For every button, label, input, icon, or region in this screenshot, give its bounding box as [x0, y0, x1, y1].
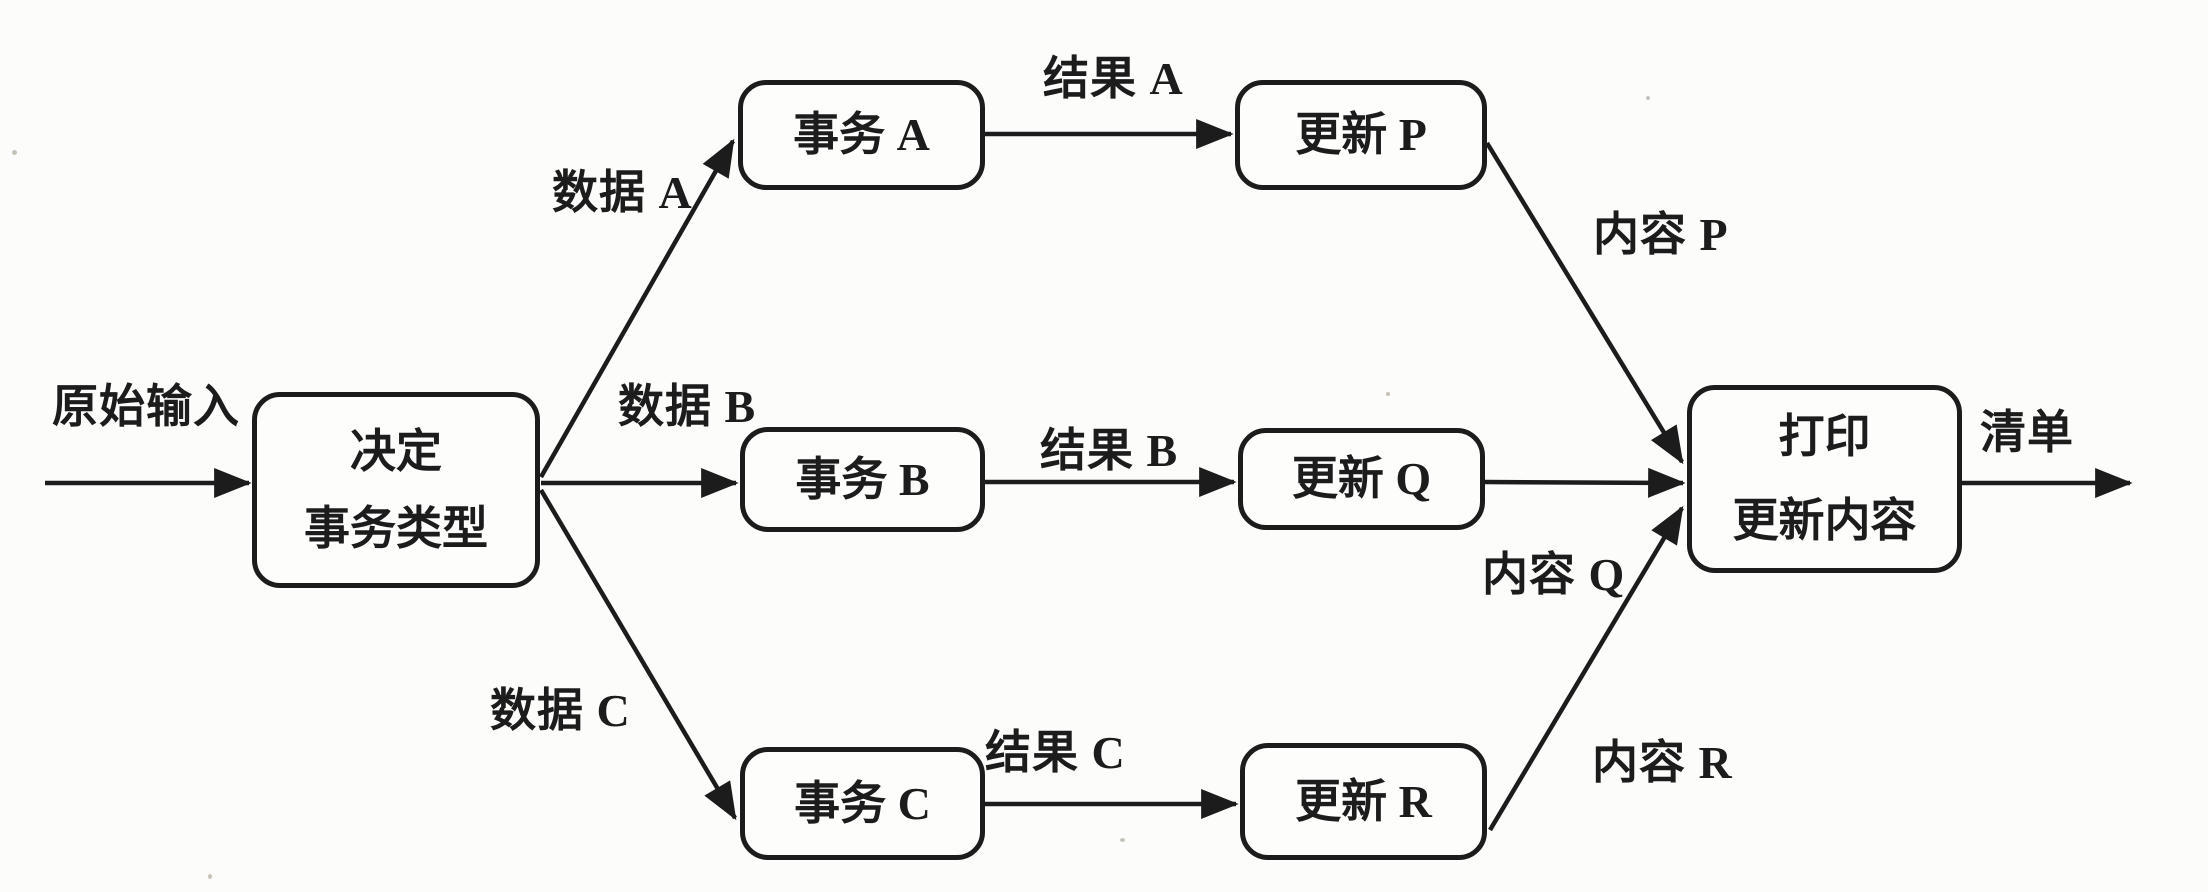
scan-speck — [1646, 96, 1650, 100]
node-transaction-b-label: 事务 B — [795, 453, 930, 505]
node-print-line2: 更新内容 — [1732, 495, 1917, 546]
edge-label-data-b: 数据 B — [618, 381, 757, 432]
node-update-r: 更新 R — [1240, 743, 1487, 860]
edge-label-result-a: 结果 A — [1043, 53, 1184, 104]
scan-speck — [1386, 392, 1390, 396]
edge-update-p-to-print — [1485, 141, 1684, 465]
edge-label-content-p: 内容 P — [1593, 209, 1729, 260]
node-transaction-a: 事务 A — [738, 80, 985, 190]
edge-label-output-list: 清单 — [1980, 407, 2074, 458]
node-transaction-c-label: 事务 C — [794, 777, 931, 829]
node-update-q: 更新 Q — [1238, 428, 1485, 530]
node-update-r-label: 更新 R — [1295, 775, 1432, 827]
node-decide-line2: 事务类型 — [304, 503, 488, 554]
edge-update-r-to-print — [1488, 505, 1684, 832]
edge-label-result-c: 结果 C — [985, 727, 1126, 778]
edge-label-data-a: 数据 A — [552, 167, 693, 218]
edge-label-result-b: 结果 B — [1040, 425, 1179, 476]
edge-decide-to-transaction-a — [539, 138, 735, 479]
edge-update-q-to-print — [1484, 467, 1686, 498]
edge-label-content-q: 内容 Q — [1482, 549, 1626, 600]
node-transaction-c: 事务 C — [740, 747, 985, 860]
scan-speck — [1120, 838, 1125, 842]
node-update-p: 更新 P — [1235, 80, 1487, 190]
node-decide-line1: 决定 — [350, 425, 442, 477]
node-print-update-content: 打印 更新内容 — [1687, 385, 1962, 573]
node-update-p-label: 更新 P — [1295, 109, 1427, 161]
node-transaction-a-label: 事务 A — [793, 109, 930, 161]
scan-speck — [12, 150, 17, 155]
node-print-line1: 打印 — [1778, 411, 1871, 463]
edge-label-content-r: 内容 R — [1592, 737, 1733, 788]
edge-decide-to-transaction-c — [539, 488, 737, 821]
edge-label-data-c: 数据 C — [490, 685, 631, 736]
node-decide-transaction-type: 决定 事务类型 — [252, 392, 540, 588]
node-update-q-label: 更新 Q — [1291, 453, 1432, 505]
node-transaction-b: 事务 B — [740, 427, 985, 532]
edge-label-original-input: 原始输入 — [52, 381, 240, 432]
scan-speck — [208, 874, 212, 879]
